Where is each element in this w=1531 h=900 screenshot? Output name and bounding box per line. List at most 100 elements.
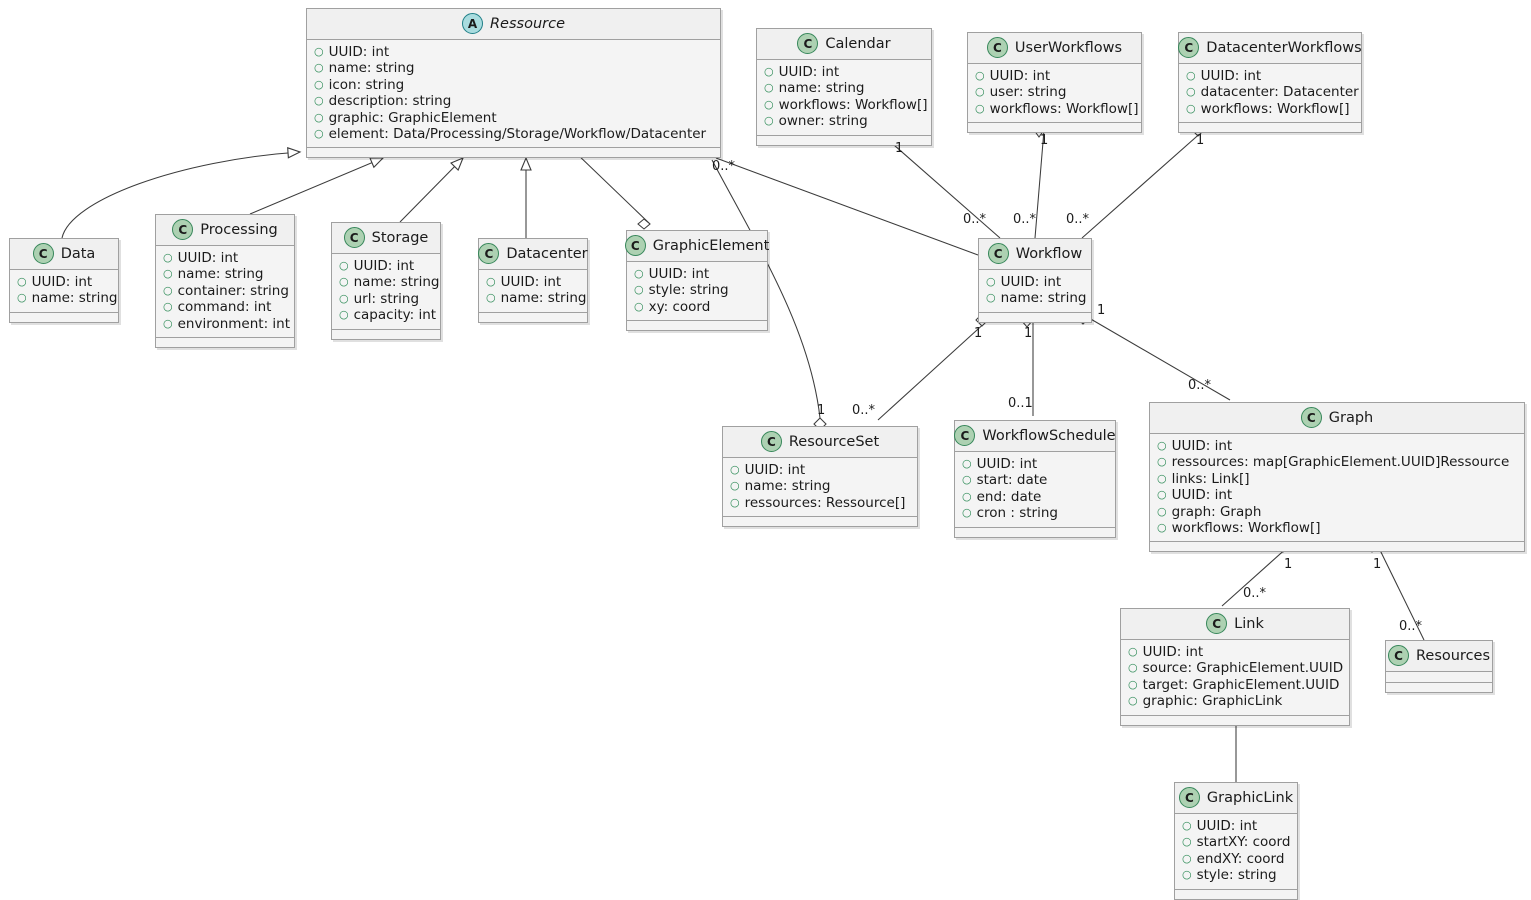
attribute-row: ○startXY: coord: [1182, 834, 1291, 850]
attribute-row: ○container: string: [163, 283, 289, 299]
class-icon: C: [1387, 645, 1409, 666]
attribute-row: ○graphic: GraphicLink: [1128, 693, 1343, 709]
edge-storage-to-ressource: [399, 156, 465, 223]
visibility-public-icon: ○: [163, 300, 173, 314]
class-name-calendar: Calendar: [825, 35, 891, 52]
class-box-graphicelement[interactable]: C GraphicElement ○ UUID: int○style: string○…: [624, 230, 770, 332]
class-icon: C: [954, 425, 976, 446]
visibility-public-icon: ○: [314, 94, 324, 108]
attribute-row: ○environment: int: [163, 316, 290, 332]
attribute-text: ressources: map[GraphicElement.UUID]Ress…: [1171, 454, 1510, 471]
attribute-text: description: string: [328, 93, 452, 110]
class-methods-compartment: [332, 329, 440, 339]
class-methods-compartment: [1175, 889, 1297, 899]
visibility-public-icon: ○: [730, 479, 740, 493]
class-methods-compartment: [723, 517, 917, 527]
attribute-text: source: GraphicElement.UUID: [1142, 660, 1344, 677]
multiplicity-label: 1: [1373, 557, 1382, 572]
visibility-public-icon: ○: [339, 275, 349, 289]
attribute-text: UUID: int: [31, 274, 93, 290]
attribute-row: ○style: string: [634, 282, 761, 298]
attribute-text: UUID: int: [976, 456, 1038, 472]
attribute-row: ○name: string: [163, 266, 288, 282]
attribute-text: command: int: [177, 299, 272, 316]
visibility-public-icon: ○: [975, 101, 985, 115]
class-name-userworkflows: UserWorkflows: [1014, 39, 1123, 56]
edge-datacenterworkflows-to-workflow: [1081, 129, 1205, 239]
attribute-row: ○UUID: int: [962, 456, 1109, 472]
attribute-row: ○ workflows: Workflow[]: [975, 101, 1138, 117]
visibility-public-icon: ○: [339, 308, 349, 322]
visibility-public-icon: ○: [634, 299, 644, 313]
attribute-text: UUID: int: [1171, 487, 1233, 504]
attribute-row: ○endXY: coord: [1182, 851, 1291, 867]
attribute-text: UUID: int: [177, 250, 239, 266]
multiplicity-label: 1: [1040, 133, 1049, 148]
attribute-text: element: Data/Processing/Storage/Workflo…: [328, 126, 707, 143]
attribute-row: ○end: date: [962, 489, 1109, 505]
attribute-text: UUID: int: [648, 266, 710, 282]
class-methods-compartment: [1121, 715, 1349, 725]
visibility-public-icon: ○: [314, 110, 324, 124]
class-name-datacenterworkflows: DatacenterWorkflows: [1206, 39, 1362, 56]
class-icon: C: [32, 243, 54, 264]
visibility-public-icon: ○: [1182, 851, 1192, 865]
class-name-graphicelement: GraphicElement: [652, 237, 770, 254]
class-name-ressource: Ressource: [489, 15, 566, 32]
attribute-text: UUID: int: [1196, 818, 1258, 834]
attribute-row: ○UUID: int: [764, 64, 925, 80]
class-attributes-processing: ○ UUID: int○name: string○container: strin…: [156, 246, 294, 339]
class-attributes-datacenter: ○UUID: int○name: string: [479, 270, 587, 313]
visibility-public-icon: ○: [1128, 677, 1138, 691]
class-attributes-resourceset: ○UUID: int○name: string○ressources: Ress…: [723, 458, 917, 518]
attribute-text: workflows: Workflow[]: [989, 100, 1139, 117]
multiplicity-label: 1: [974, 326, 983, 341]
visibility-public-icon: ○: [730, 495, 740, 509]
attribute-text: startXY: coord: [1196, 834, 1291, 851]
visibility-public-icon: ○: [1157, 521, 1167, 535]
visibility-public-icon: ○: [1157, 471, 1167, 485]
attribute-text: name: string: [31, 290, 118, 307]
attribute-row: ○name: string: [730, 478, 911, 494]
multiplicity-label: 1: [895, 141, 904, 156]
attribute-text: owner: string: [778, 113, 868, 130]
class-methods-compartment: [156, 338, 294, 348]
multiplicity-label: 1: [1284, 557, 1293, 572]
attribute-text: UUID: int: [328, 44, 390, 60]
visibility-public-icon: ○: [986, 291, 996, 305]
multiplicity-label: 0..1: [1008, 396, 1033, 411]
class-name-storage: Storage: [371, 229, 429, 246]
class-methods-compartment: [979, 312, 1091, 322]
attribute-row: ○xy: coord: [634, 299, 761, 315]
attribute-text: name: string: [353, 274, 440, 291]
visibility-public-icon: ○: [962, 506, 972, 520]
class-methods-compartment: [1179, 123, 1361, 133]
class-name-graphiclink: GraphicLink: [1206, 789, 1294, 806]
class-name-workflowschedule: WorkflowSchedule: [982, 427, 1116, 444]
attribute-text: graphic: GraphicLink: [1142, 693, 1283, 710]
attribute-row: ○UUID: int: [486, 274, 581, 290]
class-icon: C: [624, 235, 646, 256]
visibility-public-icon: ○: [1186, 69, 1196, 82]
attribute-text: UUID: int: [1200, 68, 1262, 84]
